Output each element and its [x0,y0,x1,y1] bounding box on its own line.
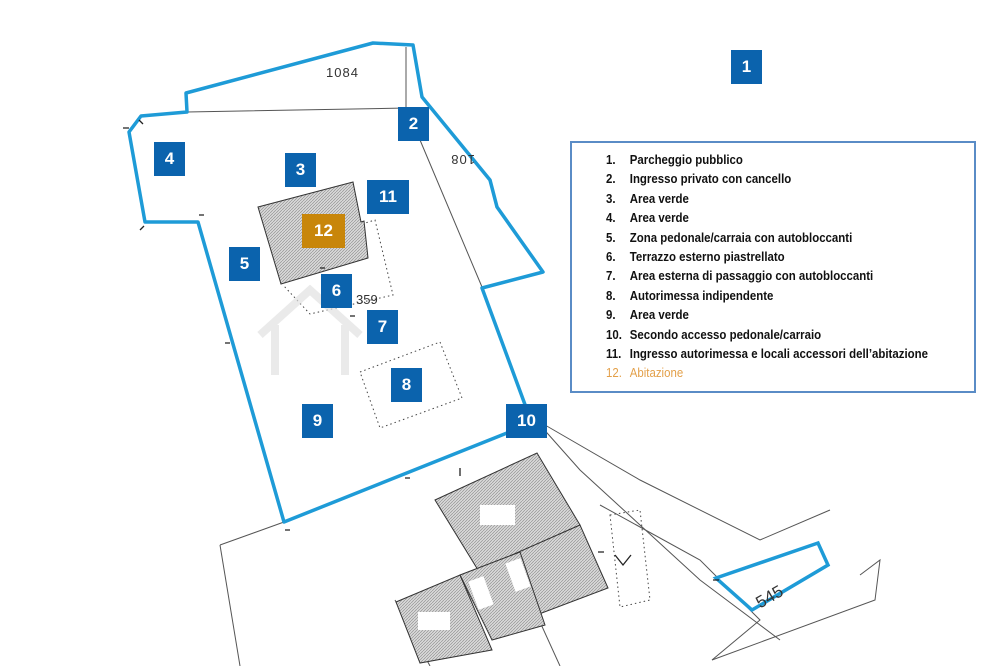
marker-11[interactable]: 11 [367,180,409,214]
legend-item-label: Ingresso privato con cancello [629,171,792,187]
parcel-label-108: 108 [450,152,475,167]
legend-item: 8. Autorimessa indipendente [606,286,930,305]
legend-item-number: 6. [606,248,616,264]
marker-2[interactable]: 2 [398,107,429,141]
legend: 1. Parcheggio pubblico 2. Ingresso privato … [570,141,976,393]
legend-item: 10. Secondo accesso pedonale/carraio [606,325,930,344]
marker-8[interactable]: 8 [391,368,422,402]
legend-item-label: Area verde [629,210,689,226]
parcel-545-boundary [712,540,831,613]
marker-3[interactable]: 3 [285,153,316,187]
legend-item-number: 4. [606,210,616,226]
legend-item-label: Zona pedonale/carraia con autobloccanti [629,229,853,245]
marker-9[interactable]: 9 [302,404,333,438]
legend-item-number: 2. [606,171,616,187]
legend-item-label: Secondo accesso pedonale/carraio [629,326,822,342]
legend-item-number: 11. [606,345,622,361]
legend-item-label: Area verde [629,307,689,323]
legend-item: 5. Zona pedonale/carraia con autobloccant… [606,228,930,247]
marker-1[interactable]: 1 [731,50,762,84]
parcel-label-359: 359 [356,292,378,307]
parcel-label-1084: 1084 [326,65,359,80]
boundary-ticks [123,119,719,581]
marker-4[interactable]: 4 [154,142,185,176]
legend-item: 2. Ingresso privato con cancello [606,169,930,188]
legend-item-number: 9. [606,307,616,323]
marker-10[interactable]: 10 [506,404,547,438]
legend-item-number: 12. [606,365,622,381]
legend-item-number: 10. [606,326,622,342]
legend-item: 7. Area esterna di passaggio con autobloc… [606,266,930,285]
legend-item-label: Area esterna di passaggio con autoblocca… [629,268,874,284]
legend-item-number: 8. [606,287,616,303]
legend-item: 4. Area verde [606,208,930,227]
marker-6[interactable]: 6 [321,274,352,308]
legend-item: 9. Area verde [606,305,930,324]
legend-item: 1. Parcheggio pubblico [606,150,930,169]
legend-item-label: Abitazione [629,365,684,381]
legend-item: 12. Abitazione [606,363,930,382]
legend-item-number: 5. [606,229,616,245]
buildings [257,181,609,664]
marker-5[interactable]: 5 [229,247,260,281]
legend-item-number: 7. [606,268,616,284]
legend-item: 6. Terrazzo esterno piastrellato [606,247,930,266]
legend-item-label: Ingresso autorimessa e locali accessori … [629,345,928,361]
building-voids [418,505,531,630]
legend-item-label: Area verde [629,190,689,206]
legend-item: 11. Ingresso autorimessa e locali accesso… [606,344,930,363]
legend-list: 1. Parcheggio pubblico 2. Ingresso privato … [606,150,930,383]
marker-12[interactable]: 12 [302,214,345,248]
legend-item-number: 3. [606,190,616,206]
legend-item-label: Autorimessa indipendente [629,287,774,303]
legend-item-number: 1. [606,152,616,167]
legend-item-label: Parcheggio pubblico [629,152,743,167]
marker-7[interactable]: 7 [367,310,398,344]
legend-item-label: Terrazzo esterno piastrellato [629,248,785,264]
legend-item: 3. Area verde [606,189,930,208]
